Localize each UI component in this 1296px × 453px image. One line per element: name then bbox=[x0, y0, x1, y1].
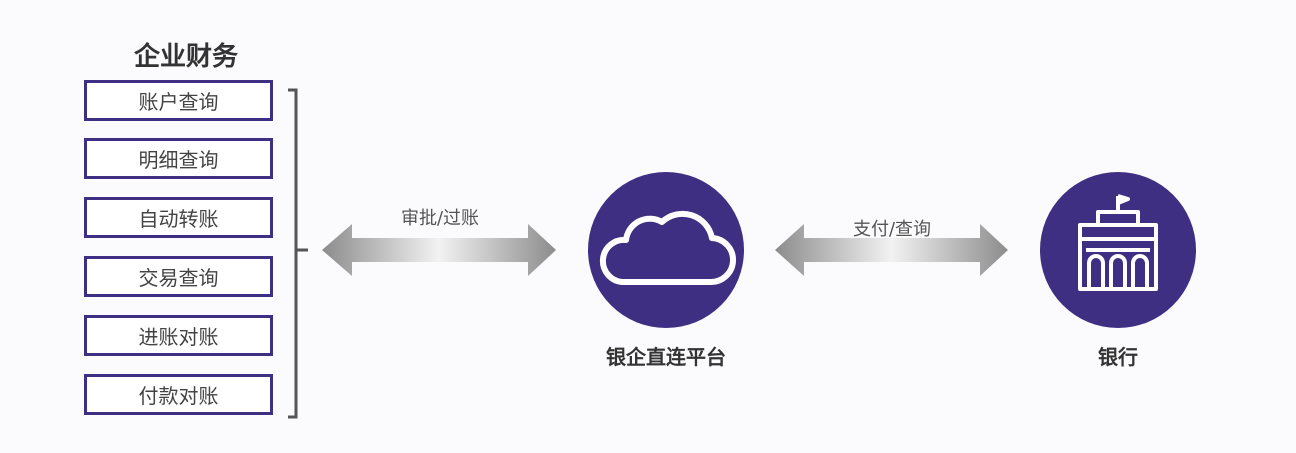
bank-label: 银行 bbox=[1098, 345, 1138, 369]
group-bracket bbox=[288, 88, 308, 419]
func-box-incoming-reconcile: 进账对账 bbox=[84, 315, 273, 356]
func-box-auto-transfer: 自动转账 bbox=[84, 197, 273, 238]
cloud-icon bbox=[599, 210, 736, 286]
func-box-transaction-query: 交易查询 bbox=[84, 256, 273, 297]
arrow-label-approval: 审批/过账 bbox=[400, 208, 480, 229]
double-arrow-left bbox=[322, 224, 556, 276]
func-box-detail-query: 明细查询 bbox=[84, 138, 273, 179]
double-arrow-right bbox=[775, 224, 1008, 276]
platform-circle bbox=[588, 172, 744, 328]
func-box-account-query: 账户查询 bbox=[84, 80, 273, 121]
platform-label: 银企直连平台 bbox=[606, 345, 726, 369]
arrow-label-payment: 支付/查询 bbox=[852, 219, 932, 240]
group-title: 企业财务 bbox=[133, 42, 238, 72]
bank-building-icon bbox=[1078, 194, 1158, 291]
func-box-payment-reconcile: 付款对账 bbox=[84, 374, 273, 415]
